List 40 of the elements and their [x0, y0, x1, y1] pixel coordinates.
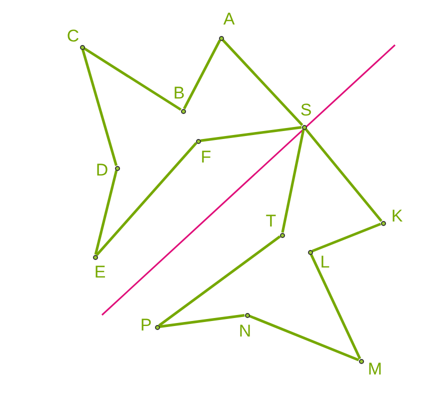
vertex-point [80, 44, 84, 50]
polygon-side [159, 314, 245, 328]
vertex-point [92, 254, 98, 260]
polygon-side [158, 235, 281, 327]
vertex-label: T [266, 212, 276, 230]
vertex-label: P [140, 316, 152, 334]
polygon-side [310, 254, 362, 360]
polygon-side [83, 47, 182, 111]
polygon-side [304, 128, 382, 222]
vertex-label: N [238, 322, 252, 340]
polygon-side [94, 170, 118, 255]
vertex-point [302, 124, 306, 130]
vertex-label: E [94, 264, 106, 280]
polygon-side [96, 142, 198, 256]
vertex-point [218, 36, 224, 40]
vertex-label: F [200, 148, 212, 166]
vertex-point [308, 250, 312, 254]
vertex-label: M [368, 360, 382, 378]
vertex-label: C [66, 28, 80, 44]
polygon-side [222, 38, 304, 126]
vertex-label: S [300, 102, 312, 118]
polygon-side [81, 49, 118, 166]
vertex-label: A [223, 10, 235, 28]
vertex-label: K [391, 208, 403, 224]
vertex-point [244, 312, 250, 318]
vertex-label: L [320, 254, 330, 270]
polygon-side [183, 40, 221, 110]
vertex-label: B [173, 84, 185, 102]
polygon-side [248, 314, 360, 362]
vertex-point [180, 108, 186, 114]
polygon-side [200, 126, 302, 142]
polygon-side [281, 129, 305, 233]
vertex-point [280, 232, 284, 238]
vertex-point [154, 324, 160, 330]
vertex-point [196, 138, 200, 144]
vertex-point [114, 166, 120, 170]
vertex-label: D [96, 162, 108, 178]
polygon-side [312, 222, 382, 252]
vertex-point [380, 220, 386, 226]
vertex-point [358, 358, 364, 364]
